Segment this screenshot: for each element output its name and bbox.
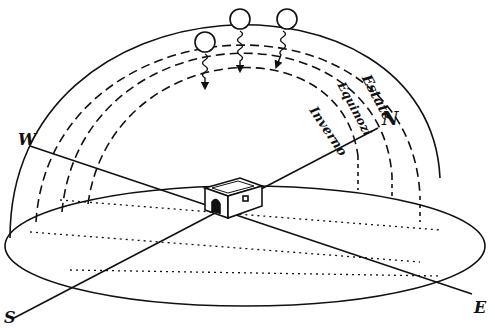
compass-label: W	[18, 132, 36, 148]
dotted-guide	[70, 270, 440, 276]
compass-label: E	[474, 300, 486, 316]
dotted-guide	[30, 232, 420, 262]
sky-dome-outline	[10, 25, 440, 238]
sun-symbols	[195, 9, 297, 86]
equinox-path	[62, 53, 392, 212]
winter-path	[88, 68, 358, 204]
winter-drop	[357, 156, 359, 190]
house-symbol	[205, 178, 262, 218]
summer-drop	[419, 196, 421, 222]
equinox-drop	[391, 176, 393, 200]
north-south-axis	[14, 128, 378, 318]
season-label: Inverno	[307, 104, 349, 158]
summer-path	[36, 45, 420, 222]
compass-label: S	[4, 310, 16, 326]
compass-label: N	[382, 110, 398, 128]
ground-ellipse	[5, 186, 485, 306]
